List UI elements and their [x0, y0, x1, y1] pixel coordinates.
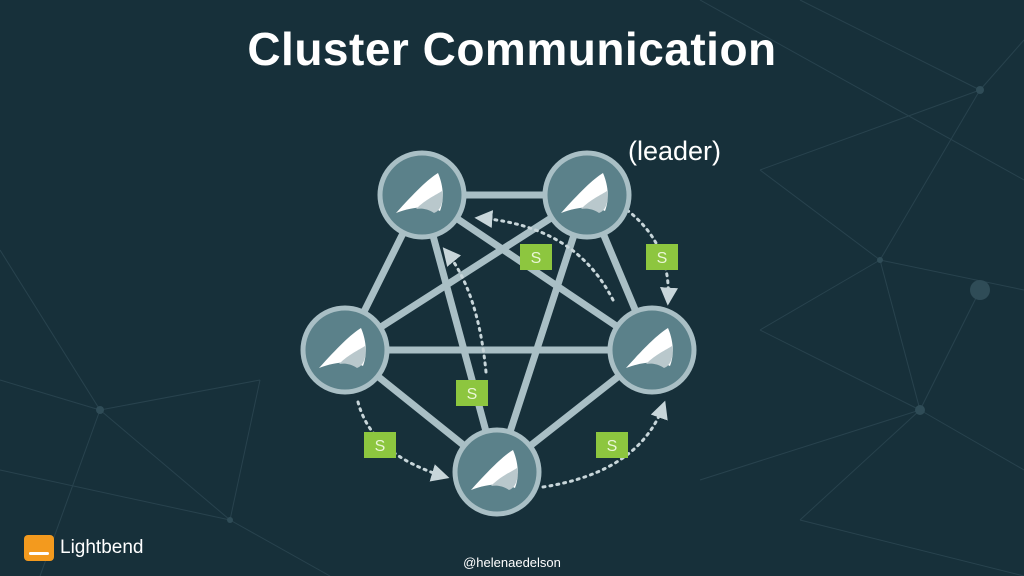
sail-icon — [319, 328, 366, 368]
s-badge: S — [456, 380, 488, 406]
lightbend-logo-icon — [24, 535, 54, 561]
sail-icon — [471, 450, 518, 490]
s-badge: S — [364, 432, 396, 458]
s-badge-label: S — [375, 438, 386, 455]
link-node2-node5 — [493, 191, 591, 476]
cluster-node-leader — [542, 150, 632, 240]
sail-icon — [561, 173, 608, 213]
s-badge: S — [520, 244, 552, 270]
cluster-node — [452, 427, 542, 517]
gossip-arrow-node5-to-node4 — [541, 400, 668, 489]
brand-logo: Lightbend — [24, 534, 143, 562]
author-handle: @helenaedelson — [463, 555, 561, 570]
sail-icon — [626, 328, 673, 368]
s-badge: S — [646, 244, 678, 270]
s-badge-label: S — [607, 438, 618, 455]
leader-label: (leader) — [628, 136, 722, 166]
link-node1-node5 — [418, 191, 501, 476]
s-badge-label: S — [531, 250, 542, 267]
sail-icon — [396, 173, 443, 213]
s-badge-label: S — [657, 250, 668, 267]
gossip-arrow-node5-to-node1 — [442, 247, 488, 374]
cluster-node — [377, 150, 467, 240]
cluster-node — [300, 305, 390, 395]
link-node2-node3 — [341, 191, 591, 354]
slide-title: Cluster Communication — [247, 23, 777, 75]
gossip-arrow-node4-to-node1 — [474, 210, 615, 302]
gossip-arrow-node2-to-node4 — [625, 208, 678, 306]
cluster-nodes — [300, 150, 697, 517]
link-node1-node4 — [418, 191, 656, 354]
s-badge: S — [596, 432, 628, 458]
brand-name: Lightbend — [60, 537, 144, 558]
s-badge-label: S — [467, 386, 478, 403]
cluster-node — [607, 305, 697, 395]
